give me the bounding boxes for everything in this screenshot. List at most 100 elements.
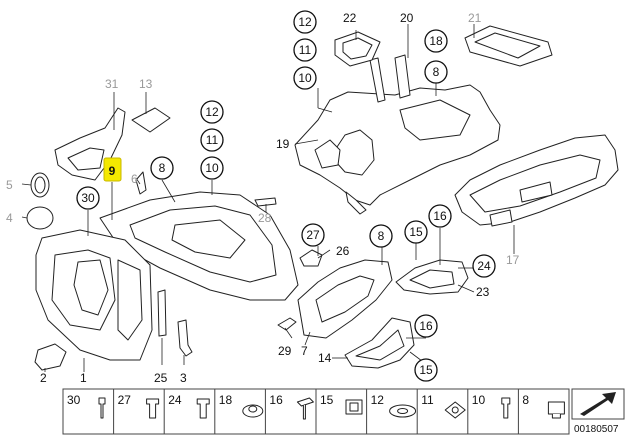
callout-circle <box>424 60 448 84</box>
callout-29: 29 <box>278 344 292 358</box>
fastener-icon <box>196 398 210 419</box>
strip-part-number: 27 <box>118 393 132 407</box>
callout-3: 3 <box>180 371 187 385</box>
part-22-cover <box>334 31 381 67</box>
callout-10-left: 10 <box>205 161 219 175</box>
callout-23: 23 <box>476 285 490 299</box>
leader-lines <box>21 24 515 372</box>
callout-circle <box>200 156 224 180</box>
callout-21: 21 <box>468 11 482 25</box>
callout-16-mid: 16 <box>433 209 447 223</box>
callout-8-top: 8 <box>433 65 440 79</box>
strip-part-number: 12 <box>371 393 385 407</box>
callout-circle <box>414 358 438 382</box>
direction-arrow-icon <box>580 392 616 416</box>
callout-24: 24 <box>477 259 491 273</box>
callout-circle <box>404 220 428 244</box>
front-underbody-panel <box>99 191 299 301</box>
callout-14: 14 <box>318 351 332 365</box>
callout-circle <box>200 100 224 124</box>
strip-part-number: 16 <box>269 393 283 407</box>
callout-15-low: 15 <box>419 363 433 377</box>
callout-26: 26 <box>336 244 350 258</box>
strip-part-number: 18 <box>219 393 233 407</box>
fastener-icon <box>242 404 264 418</box>
callout-circle <box>200 128 224 152</box>
callout-circle <box>76 186 100 210</box>
part-6-clip <box>135 171 147 195</box>
fastener-icon <box>547 401 565 419</box>
callout-circle <box>301 223 325 247</box>
center-underbody-panel <box>294 54 501 215</box>
callout-11-top: 11 <box>299 43 312 57</box>
callout-circle <box>424 29 448 53</box>
document-id: 00180507 <box>574 424 619 435</box>
callout-25: 25 <box>154 371 168 385</box>
callout-circle <box>293 10 317 34</box>
callouts: 12 11 10 22 20 21 18 8 19 31 13 12 11 10… <box>6 10 520 385</box>
callout-6: 6 <box>131 172 138 186</box>
callout-16-low: 16 <box>419 319 433 333</box>
callout-circle <box>428 204 452 228</box>
part-23-bracket <box>395 259 469 295</box>
callout-5: 5 <box>6 178 13 192</box>
fastener-icon <box>389 404 417 418</box>
strip-part-number: 24 <box>168 393 182 407</box>
fastener-icon <box>98 397 106 419</box>
strip-part-number: 30 <box>67 393 81 407</box>
part-7-side-panel <box>297 259 393 339</box>
callout-2: 2 <box>40 371 47 385</box>
callout-11-left: 11 <box>206 133 219 147</box>
callout-1: 1 <box>80 371 87 385</box>
callout-4: 4 <box>6 211 13 225</box>
part-1-radiator-frame <box>35 229 153 361</box>
fastener-icon <box>296 397 314 420</box>
fastener-icon <box>501 397 511 419</box>
strip-part-number: 11 <box>421 393 434 407</box>
callout-circle <box>472 254 496 278</box>
callout-20: 20 <box>400 11 414 25</box>
callout-31: 31 <box>105 77 119 91</box>
right-underbody-panel <box>454 134 619 227</box>
strip-part-number: 10 <box>472 393 486 407</box>
strip-part-number: 8 <box>522 393 529 407</box>
callout-circle <box>369 224 393 248</box>
callout-7: 7 <box>301 344 308 358</box>
callout-12-top: 12 <box>298 15 312 29</box>
callout-22: 22 <box>343 11 357 25</box>
part-26-bracket <box>299 249 323 267</box>
part-4-cover <box>26 206 54 230</box>
callout-circle <box>293 38 317 62</box>
part-14-lower-panel <box>344 317 415 369</box>
callout-27: 27 <box>306 228 320 242</box>
part-2-cover <box>34 343 67 371</box>
part-29-clip <box>277 317 297 331</box>
callout-circle <box>150 156 174 180</box>
part-13-plate <box>131 107 171 133</box>
callout-18-top: 18 <box>429 34 443 48</box>
callout-19: 19 <box>276 137 290 151</box>
fastener-icon <box>345 399 363 415</box>
callout-9-highlighted: 9 <box>109 164 116 178</box>
callout-28: 28 <box>258 211 272 225</box>
highlight-box-part-9 <box>103 157 122 182</box>
part-28-bracket <box>254 197 277 207</box>
callout-8-mid: 8 <box>378 229 385 243</box>
fastener-icon <box>146 398 160 419</box>
callout-12-left: 12 <box>205 105 219 119</box>
fastener-strip: 30 27 24 18 16 15 12 11 10 8 00180507 <box>62 388 625 435</box>
callout-10-top: 10 <box>298 71 312 85</box>
part-25-strut <box>157 289 167 337</box>
fastener-icon <box>444 401 466 419</box>
part-21-tray <box>464 25 553 67</box>
callout-circle <box>293 66 317 90</box>
callout-8-left: 8 <box>159 161 166 175</box>
callout-circle <box>414 314 438 338</box>
part-3-bracket <box>177 319 193 357</box>
strip-part-number: 15 <box>320 393 334 407</box>
callout-17: 17 <box>506 253 520 267</box>
callout-13: 13 <box>139 77 153 91</box>
callout-30: 30 <box>81 191 95 205</box>
callout-15-mid: 15 <box>409 225 423 239</box>
